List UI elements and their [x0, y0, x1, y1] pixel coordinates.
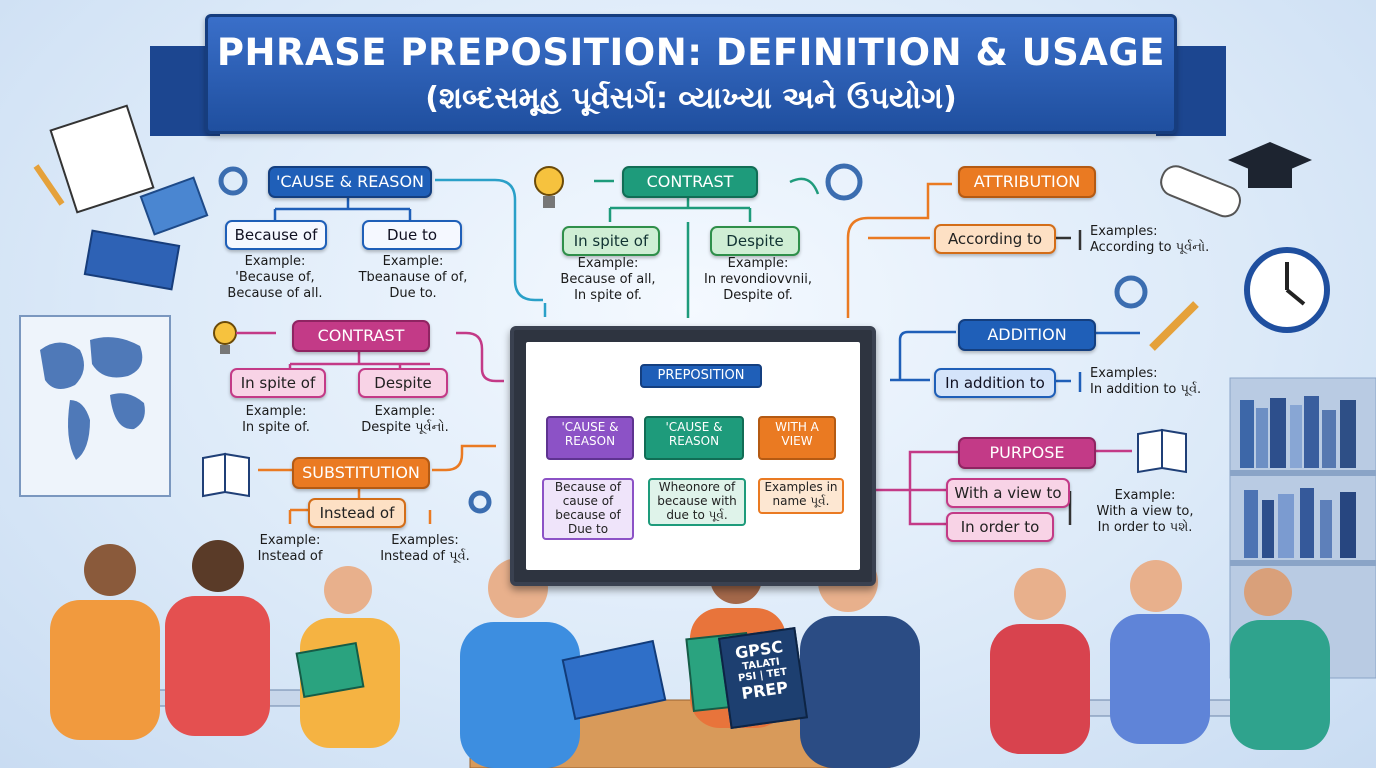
because-of-pill: Because of [225, 220, 327, 250]
board-col1-heading: 'CAUSE & REASON [546, 416, 634, 460]
gpsc-prep-book: GPSC TALATI PSI | TET PREP [717, 627, 809, 729]
board-col2-heading: 'CAUSE & REASON [644, 416, 744, 460]
center-in-spite-of-pill: In spite of [562, 226, 660, 256]
whiteboard: PREPOSITION 'CAUSE & REASON 'CAUSE & REA… [510, 326, 876, 586]
with-a-view-to-pill: With a view to [946, 478, 1070, 508]
gear-icons [218, 163, 1148, 514]
title-banner: PHRASE PREPOSITION: DEFINITION & USAGE (… [205, 14, 1177, 134]
left-contrast-example-a: Example:In spite of. [242, 404, 310, 435]
board-col1-body: Because of cause of because of Due to [542, 478, 634, 540]
instead-of-pill: Instead of [308, 498, 406, 528]
board-col3-heading: WITH A VIEW [758, 416, 836, 460]
open-book-icons [202, 428, 1187, 498]
notebook-illustration [33, 104, 209, 291]
addition-example: Examples:In addition to પૂર્વ. [1090, 366, 1202, 397]
students-illustration [50, 540, 1330, 768]
addition-heading: ADDITION [958, 319, 1096, 351]
in-addition-to-pill: In addition to [934, 368, 1056, 398]
decor-right [1149, 142, 1330, 351]
center-despite-pill: Despite [710, 226, 800, 256]
cause-example-b: Example:Tbeanause of of,Due to. [358, 254, 468, 301]
attribution-heading: ATTRIBUTION [958, 166, 1096, 198]
substitution-heading: SUBSTITUTION [292, 457, 430, 489]
due-to-pill: Due to [362, 220, 462, 250]
left-contrast-example-b: Example:Despite પૂર્વનો. [361, 404, 449, 435]
board-col2-body: Wheonore of because with due to પૂર્વ. [648, 478, 746, 526]
center-contrast-example-a: Example:Because of all,In spite of. [560, 256, 656, 303]
purpose-heading: PURPOSE [958, 437, 1096, 469]
purpose-example: Example:With a view to,In order to પશે. [1096, 488, 1194, 535]
center-contrast-heading: CONTRAST [622, 166, 758, 198]
substitution-example-b: Examples:Instead of પૂર્વ. [380, 533, 470, 564]
left-contrast-heading: CONTRAST [292, 320, 430, 352]
connector-lines [236, 177, 1140, 526]
center-contrast-example-b: Example:In revondiovvnii,Despite of. [704, 256, 812, 303]
board-preposition-heading: PREPOSITION [640, 364, 762, 388]
cause-example-a: Example:'Because of,Because of all. [227, 254, 323, 301]
title-line-1: PHRASE PREPOSITION: DEFINITION & USAGE [216, 31, 1166, 74]
cause-reason-heading: 'CAUSE & REASON [268, 166, 432, 198]
in-order-to-pill: In order to [946, 512, 1054, 542]
attribution-example: Examples:According to પૂર્વનો. [1090, 224, 1210, 255]
world-map [19, 315, 171, 497]
left-despite-pill: Despite [358, 368, 448, 398]
whiteboard-screen: PREPOSITION 'CAUSE & REASON 'CAUSE & REA… [526, 342, 860, 570]
left-in-spite-of-pill: In spite of [230, 368, 326, 398]
substitution-example-a: Example:Instead of [257, 533, 323, 564]
lightbulb-icons [213, 166, 564, 354]
according-to-pill: According to [934, 224, 1056, 254]
title-line-2: (શબ્દસમૂહ પૂર્વસર્ગ: વ્યાખ્યા અને ઉપયોગ) [425, 81, 957, 116]
board-col3-body: Examples in name પૂર્વ. [758, 478, 844, 514]
